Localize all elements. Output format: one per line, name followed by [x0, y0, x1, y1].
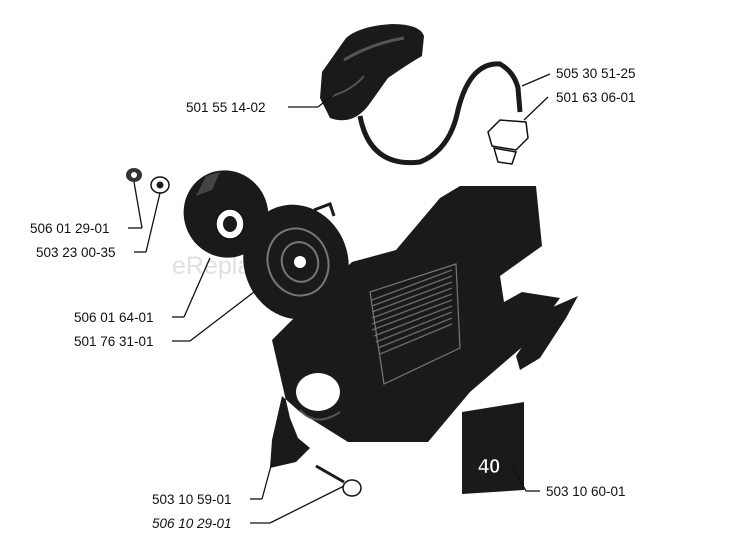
- label-washer: 503 23 00-35: [36, 245, 116, 260]
- starter-pulley: [183, 170, 269, 258]
- label-rewind-spring: 501 76 31-01: [74, 334, 154, 349]
- decal-text: 40: [478, 456, 500, 478]
- label-starter-cord: 505 30 51-25: [556, 66, 636, 81]
- label-starter-handle: 501 55 14-02: [186, 100, 266, 115]
- label-nut: 506 01 29-01: [30, 221, 110, 236]
- label-cord-grommet: 501 63 06-01: [556, 90, 636, 105]
- housing-screw: [315, 464, 362, 497]
- nut: [126, 168, 142, 182]
- label-starter-pulley: 506 01 64-01: [74, 310, 154, 325]
- label-housing-screw: 506 10 29-01: [152, 516, 232, 531]
- label-starter-housing: 503 10 59-01: [152, 492, 232, 507]
- starter-housing: [270, 186, 560, 468]
- decal: 40: [462, 296, 578, 494]
- starter-cord: [357, 61, 523, 166]
- label-decal: 503 10 60-01: [546, 484, 626, 499]
- rewind-spring: [243, 202, 349, 320]
- cord-grommet: [487, 119, 529, 165]
- starter-handle: [320, 24, 424, 121]
- washer: [150, 176, 170, 194]
- leader-lines: [128, 73, 551, 524]
